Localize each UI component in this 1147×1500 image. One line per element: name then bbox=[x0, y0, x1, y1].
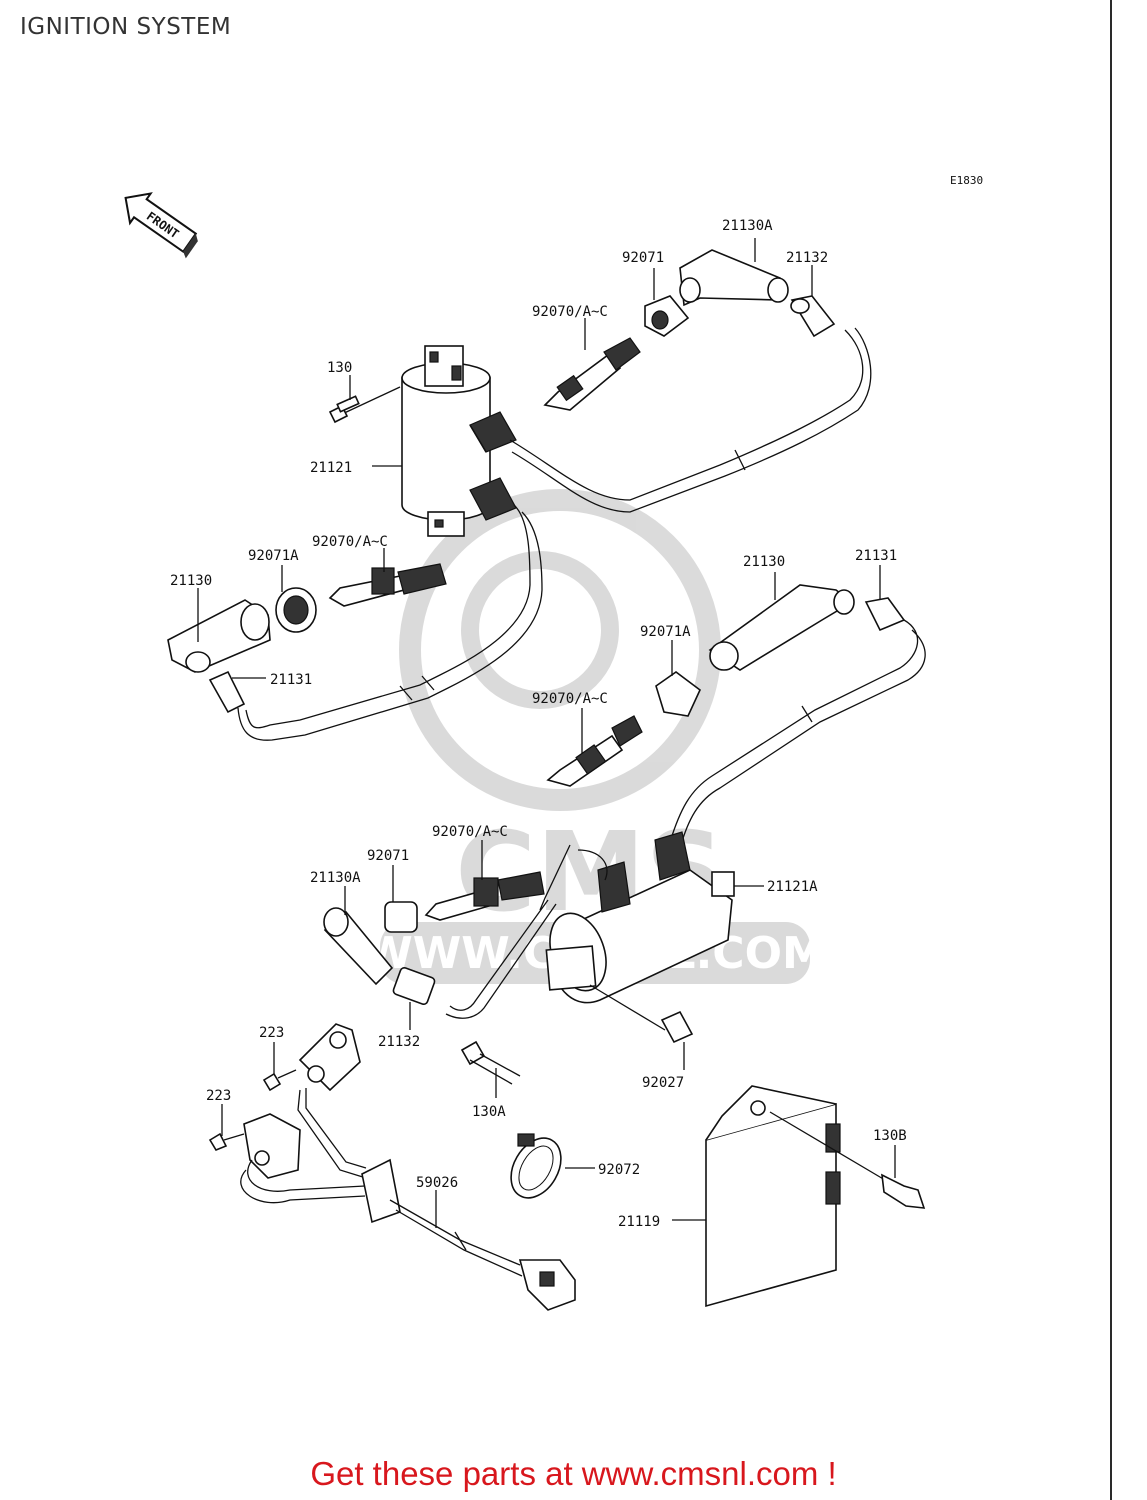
callout-59026: 59026 bbox=[416, 1175, 458, 1191]
coil-terminal-upper bbox=[469, 411, 517, 453]
callout-130A: 130A bbox=[472, 1104, 506, 1120]
coil-bolt-130A bbox=[460, 1040, 521, 1085]
callout-labels: 130 21121 92070/A~C 92071 21130A 21132 9… bbox=[170, 218, 907, 1230]
screw-223-upper bbox=[262, 1069, 297, 1092]
callout-92071A-left: 92071A bbox=[248, 548, 299, 564]
seal-92071A-left bbox=[275, 587, 317, 633]
spark-plug-left bbox=[328, 563, 447, 607]
clamp-92072 bbox=[510, 1133, 562, 1199]
callout-223-lower: 223 bbox=[206, 1088, 231, 1104]
pickup-wiring bbox=[240, 1088, 367, 1204]
callout-130: 130 bbox=[327, 360, 352, 376]
page-edge-divider bbox=[1110, 0, 1112, 1500]
spark-plug-upper bbox=[543, 337, 641, 411]
callout-21121: 21121 bbox=[310, 460, 352, 476]
promo-link[interactable]: Get these parts at www.cmsnl.com ! bbox=[310, 1455, 837, 1492]
ignition-coil-21121A bbox=[545, 831, 735, 1004]
callout-92070-upper: 92070/A~C bbox=[532, 304, 608, 320]
callout-92072: 92072 bbox=[598, 1162, 640, 1178]
plug-cap-21130A-upper bbox=[679, 249, 789, 307]
cap-terminal-21131-right bbox=[864, 597, 906, 632]
sleeve-92027 bbox=[589, 984, 694, 1044]
front-arrow-icon: FRONT bbox=[124, 192, 198, 259]
ht-lead-upper-right bbox=[509, 327, 872, 513]
pickup-coil-lower bbox=[243, 1113, 301, 1179]
callout-21121A: 21121A bbox=[767, 879, 818, 895]
cap-terminal-21132-upper bbox=[790, 295, 836, 338]
cap-terminal-21131-left bbox=[208, 670, 246, 714]
igniter-unit-21119 bbox=[705, 1085, 841, 1308]
callout-92027: 92027 bbox=[642, 1075, 684, 1091]
plug-cap-21130-left bbox=[167, 599, 271, 673]
callout-223-upper: 223 bbox=[259, 1025, 284, 1041]
seal-92071-lower bbox=[384, 901, 418, 933]
screw-223-lower bbox=[208, 1132, 245, 1151]
spark-plug-right bbox=[546, 715, 643, 787]
plug-cap-21130-right bbox=[708, 584, 855, 671]
diagram-ref-code: E1830 bbox=[950, 174, 983, 187]
coil-bolt-130 bbox=[328, 386, 401, 424]
spark-plug-lower bbox=[424, 871, 545, 921]
callout-21131-left: 21131 bbox=[270, 672, 312, 688]
callout-21130-right: 21130 bbox=[743, 554, 785, 570]
callout-21130A-upper: 21130A bbox=[722, 218, 773, 234]
wire-harness-59026 bbox=[361, 1158, 576, 1311]
seal-92071-upper bbox=[644, 295, 690, 337]
callout-21130-left: 21130 bbox=[170, 573, 212, 589]
cap-terminal-21132-lower bbox=[392, 967, 436, 1005]
callout-92071-lower: 92071 bbox=[367, 848, 409, 864]
plug-cap-21130A-lower bbox=[323, 907, 394, 986]
callout-92070-right: 92070/A~C bbox=[532, 691, 608, 707]
callout-leaders bbox=[197, 238, 896, 1228]
callout-21131-right: 21131 bbox=[855, 548, 897, 564]
callout-92070-lower: 92070/A~C bbox=[432, 824, 508, 840]
callout-21132-upper: 21132 bbox=[786, 250, 828, 266]
ht-lead-upper-left bbox=[237, 504, 543, 741]
ht-lead-lower-right bbox=[669, 619, 926, 849]
pickup-coil-upper bbox=[298, 1023, 361, 1092]
callout-21130A-lower: 21130A bbox=[310, 870, 361, 886]
page-title: IGNITION SYSTEM bbox=[20, 14, 232, 40]
callout-21132-lower: 21132 bbox=[378, 1034, 420, 1050]
callout-92071-upper: 92071 bbox=[622, 250, 664, 266]
ignition-coil-21121 bbox=[401, 345, 491, 537]
seal-92071A-right bbox=[655, 671, 701, 717]
callout-21119: 21119 bbox=[618, 1214, 660, 1230]
callout-92071A-right: 92071A bbox=[640, 624, 691, 640]
igniter-bolt-130B bbox=[769, 1111, 926, 1209]
callout-92070-left: 92070/A~C bbox=[312, 534, 388, 550]
callout-130B: 130B bbox=[873, 1128, 907, 1144]
ht-lead-lower-left bbox=[445, 844, 608, 1019]
